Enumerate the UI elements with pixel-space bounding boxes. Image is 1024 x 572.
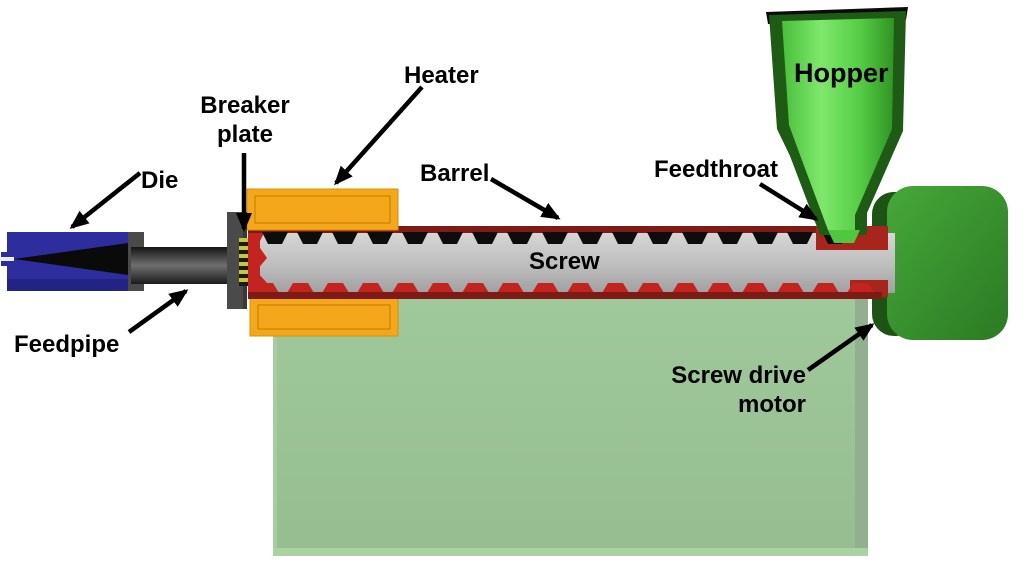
label-breaker-plate-line2: plate [216,121,273,148]
callout-arrows [69,85,875,372]
label-screw-drive-motor-line1: Screw drive [671,362,806,389]
label-feedthroat: Feedthroat [654,156,779,183]
melt-pool-strip [248,233,260,293]
barrel-top-wall [248,226,818,233]
label-heater: Heater [404,62,479,89]
label-hopper: Hopper [794,58,889,88]
machine-base [273,298,868,556]
label-screw-drive-motor-line2: motor [738,391,806,418]
heater-top [246,188,399,231]
label-screw: Screw [529,248,600,275]
screw-flights-bottom [252,283,874,293]
arrow-feedpipe [127,289,189,334]
hopper-outlet [828,230,860,243]
die-channel [14,243,128,275]
label-breaker-plate-line1: Breaker [200,92,290,119]
label-feedpipe: Feedpipe [14,331,120,358]
arrow-barrel [489,177,561,220]
breaker-plate [239,238,248,286]
feedpipe [131,247,231,284]
hopper [766,7,908,243]
label-barrel: Barrel [420,160,490,187]
arrow-feedthroat [758,182,819,221]
arrow-die [69,171,142,229]
barrel-bottom-wall [248,292,882,299]
die-exit-slot [0,257,14,261]
arrow-screw-drive-motor [806,323,875,372]
die [0,232,144,291]
arrow-heater [333,85,424,186]
screw-flights-top [262,232,848,244]
label-die: Die [141,167,179,194]
heater-bottom [249,297,399,337]
